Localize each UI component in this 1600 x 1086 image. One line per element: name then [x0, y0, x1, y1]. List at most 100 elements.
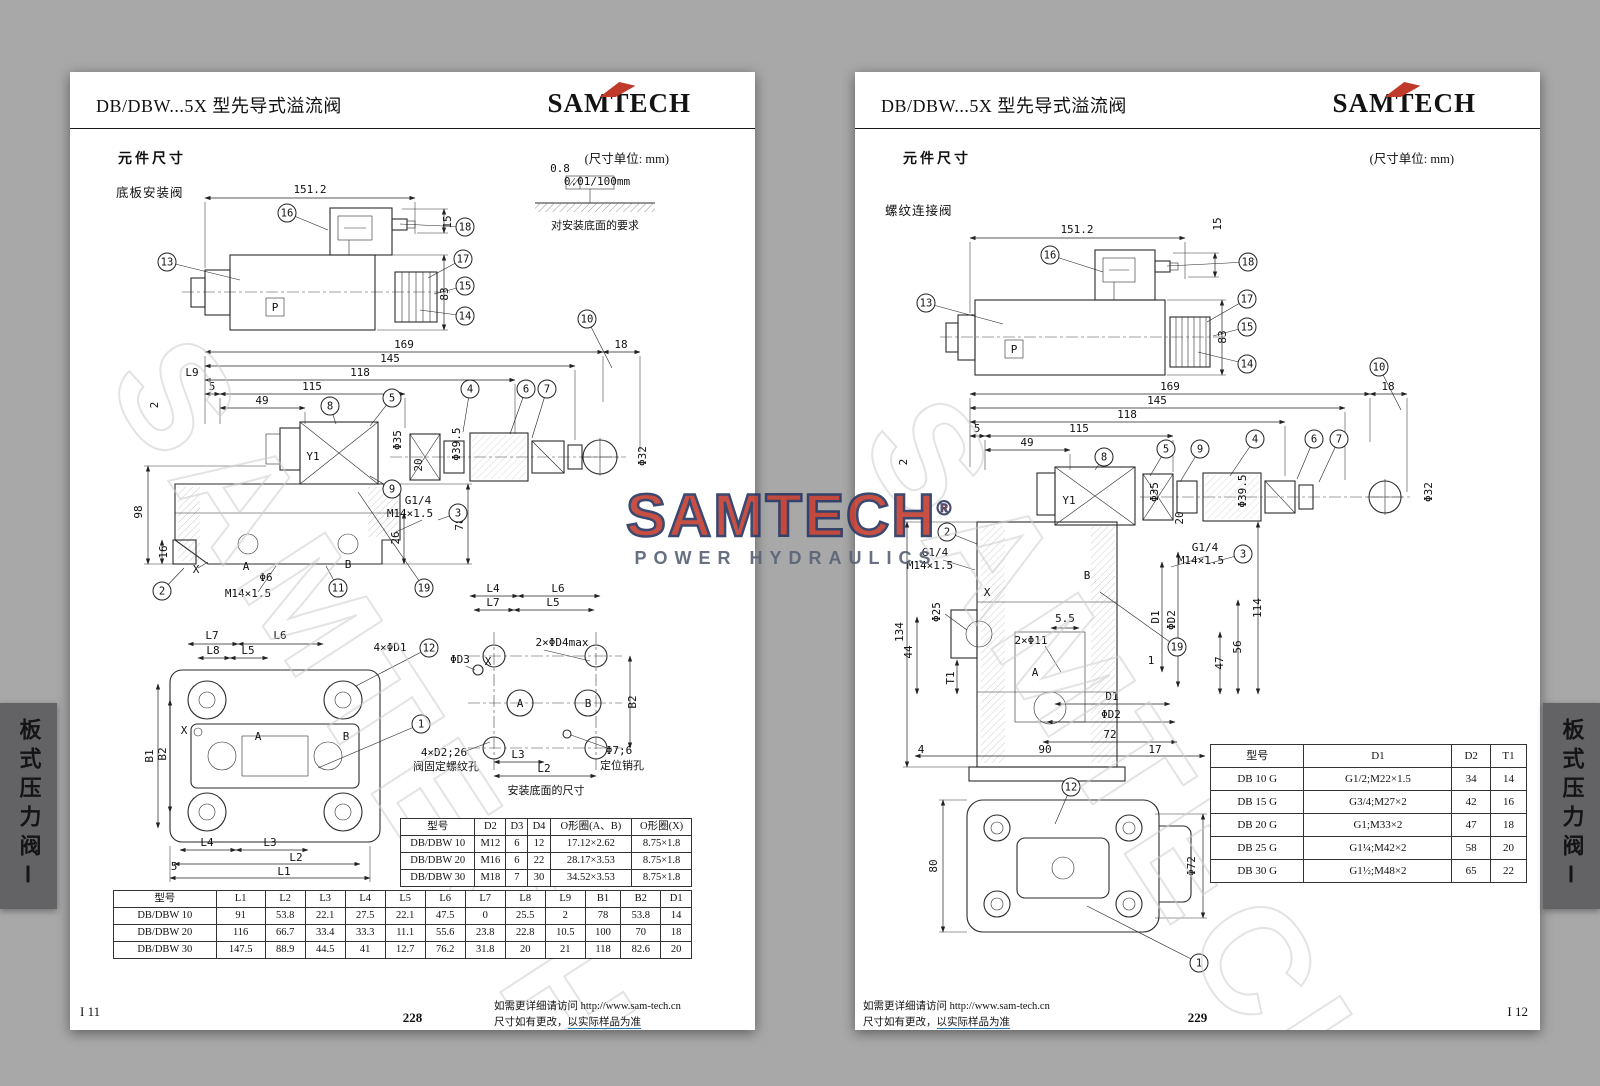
table-cell: 22.1	[304, 907, 346, 925]
dim-label: Φ39.5	[1236, 474, 1249, 507]
table-cell: 17.12×2.62	[549, 835, 633, 853]
table-cell: 18	[1489, 813, 1528, 837]
callout-13: 13	[916, 293, 1004, 325]
table-cell: 118	[584, 941, 622, 959]
svg-text:8: 8	[1101, 452, 1107, 464]
column-header: L7	[464, 890, 506, 908]
right-section-tab: 板式压力阀Ⅰ	[1543, 703, 1600, 909]
svg-text:5: 5	[389, 393, 395, 405]
svg-text:18: 18	[459, 222, 472, 234]
svg-text:4: 4	[467, 384, 473, 396]
dim-label: L3	[511, 748, 524, 761]
dim-label: T1	[944, 671, 957, 684]
dim-label: Φ72	[1185, 856, 1198, 876]
svg-text:14: 14	[1241, 359, 1254, 371]
table-cell: 12.7	[384, 941, 426, 959]
table-cell: 16	[1489, 790, 1528, 814]
samtech-logo: SAMTECH	[1332, 82, 1476, 119]
dim-label: 0.01/100mm	[564, 175, 631, 188]
callout-17: 17	[1206, 289, 1257, 323]
table-cell: 33.4	[304, 924, 346, 942]
dim-label: 72	[1103, 728, 1116, 741]
column-header: L8	[504, 890, 546, 908]
dim-label: L1	[277, 865, 290, 878]
callout-17: 17	[427, 249, 473, 279]
dim-label: B	[1084, 569, 1091, 582]
board-mounted-valve-drawing: 151.2P0.80.01/100mm对安装底面的要求1691814511811…	[132, 162, 655, 882]
dim-label: A	[1032, 666, 1039, 679]
dim-label: L5	[241, 644, 254, 657]
table-cell: DB 25 G	[1209, 836, 1305, 860]
callout-10: 10	[1369, 357, 1402, 411]
dim-label: P	[1011, 343, 1018, 356]
table-cell: 100	[584, 924, 622, 942]
dim-label: 145	[1147, 394, 1167, 407]
table-cell: DB/DBW 30	[399, 869, 476, 887]
dim-label: 5.5	[1055, 612, 1075, 625]
dim-label: 18	[614, 338, 627, 351]
svg-text:13: 13	[920, 298, 933, 310]
callout-10: 10	[577, 309, 613, 369]
dim-label: 151.2	[1060, 223, 1093, 236]
svg-text:19: 19	[418, 583, 431, 595]
callout-14: 14	[419, 306, 475, 326]
table-cell: 91	[215, 907, 266, 925]
table-cell: 20	[660, 941, 692, 959]
dim-label: 安装底面的尺寸	[508, 783, 585, 797]
dim-label: 118	[1117, 408, 1137, 421]
column-header: L1	[215, 890, 266, 908]
svg-text:17: 17	[457, 254, 470, 266]
dim-label: 17	[1148, 743, 1161, 756]
callout-2: 2	[152, 567, 185, 601]
column-header: D2	[474, 818, 507, 836]
table-cell: 8.75×1.8	[631, 835, 692, 853]
svg-text:11: 11	[332, 583, 345, 595]
svg-text:1: 1	[418, 719, 424, 731]
table-cell: 31.8	[464, 941, 506, 959]
dim-label: 47	[1213, 656, 1226, 669]
table-cell: DB/DBW 10	[113, 907, 217, 925]
dim-label: 115	[302, 380, 322, 393]
dim-label: 4×ΦD1	[373, 641, 406, 654]
column-header: L9	[544, 890, 586, 908]
svg-text:19: 19	[1171, 642, 1184, 654]
column-header: D2	[1451, 744, 1491, 768]
table-cell: 14	[1489, 767, 1528, 791]
callout-16: 16	[1040, 245, 1104, 273]
column-header: D3	[505, 818, 529, 836]
dim-label: 90	[1038, 743, 1051, 756]
dim-label: 151.2	[293, 183, 326, 196]
dim-label: 80	[927, 859, 940, 872]
table-cell: 18	[660, 924, 692, 942]
callout-14: 14	[1197, 351, 1257, 374]
dim-label: 118	[350, 366, 370, 379]
dim-label: 20	[412, 458, 425, 471]
dim-label: Φ6	[259, 571, 272, 584]
dim-label: L7	[205, 629, 218, 642]
left-section-tab: 板式压力阀Ⅰ	[0, 703, 57, 909]
dim-label: 15	[441, 215, 454, 228]
dim-label: 114	[1251, 598, 1264, 618]
dim-label: 49	[255, 394, 268, 407]
dim-label: A	[243, 560, 250, 573]
footer-url: 如需更详细请访问 http://www.sam-tech.cn	[494, 1001, 681, 1012]
callout-9: 9	[1179, 439, 1210, 483]
dim-label: 56	[1231, 640, 1244, 653]
table-cell: 147.5	[215, 941, 266, 959]
dim-label: 169	[394, 338, 414, 351]
svg-text:3: 3	[455, 508, 461, 520]
callout-18: 18	[399, 217, 475, 237]
callout-8: 8	[1094, 447, 1114, 471]
dim-label: M14×1.5	[225, 587, 271, 600]
svg-text:2: 2	[944, 527, 950, 539]
dim-label: 5	[974, 422, 981, 435]
right-section-tab-label: 板式压力阀Ⅰ	[1559, 717, 1585, 895]
table-cell: 8.75×1.8	[631, 852, 692, 870]
